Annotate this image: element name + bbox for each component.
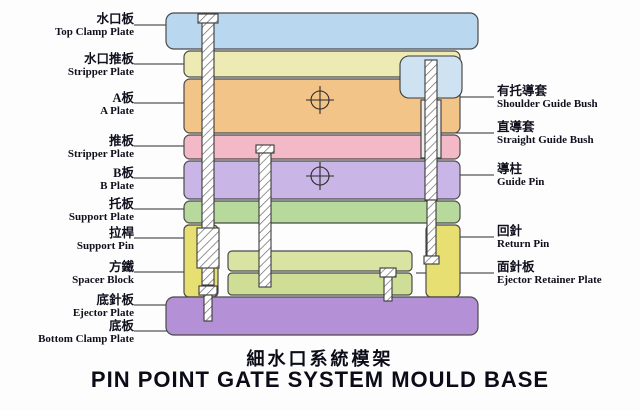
screw-left-head	[198, 285, 218, 296]
plate-top-clamp	[165, 12, 479, 50]
label-guide-pin: 導柱 Guide Pin	[497, 162, 637, 188]
label-en: Guide Pin	[497, 176, 545, 188]
label-b-plate: B板 B Plate	[4, 166, 134, 192]
guide-pin	[424, 59, 438, 201]
return-pin	[426, 199, 437, 257]
label-zh: 底板	[108, 319, 134, 333]
label-top-clamp-plate: 水口板 Top Clamp Plate	[4, 12, 134, 38]
label-en: Return Pin	[497, 238, 550, 250]
label-zh: B板	[113, 166, 134, 180]
label-ejector-retainer-plate: 面針板 Ejector Retainer Plate	[497, 260, 637, 286]
label-return-pin: 回針 Return Pin	[497, 224, 637, 250]
label-en: Support Plate	[68, 211, 134, 223]
plate-b	[183, 160, 461, 200]
support-pin	[201, 22, 215, 286]
label-zh: 水口推板	[83, 52, 134, 66]
diagram-title-english: PIN POINT GATE SYSTEM MOULD BASE	[90, 367, 550, 392]
label-en: Ejector Plate	[72, 307, 134, 319]
label-ejector-plate: 底針板 Ejector Plate	[4, 293, 134, 319]
label-a-plate: A板 A Plate	[4, 91, 134, 117]
plate-stripper	[183, 134, 461, 160]
label-en: Bottom Clamp Plate	[38, 333, 134, 345]
label-zh: A板	[112, 91, 134, 105]
label-bottom-clamp-plate: 底板 Bottom Clamp Plate	[4, 319, 134, 345]
crosshair-bottom-icon	[306, 162, 334, 190]
label-en: Top Clamp Plate	[54, 26, 134, 38]
center-pin	[258, 152, 272, 288]
crosshair-top-icon	[306, 86, 334, 114]
label-zh: 面針板	[497, 260, 535, 274]
label-stripper-plate-top: 水口推板 Stripper Plate	[4, 52, 134, 78]
label-zh: 直導套	[497, 120, 535, 134]
plate-support	[183, 200, 461, 224]
label-spacer-block: 方鐵 Spacer Block	[4, 260, 134, 286]
screw-left-shaft	[203, 294, 213, 322]
label-zh: 底針板	[96, 293, 134, 307]
label-zh: 方鐵	[108, 260, 134, 274]
label-zh: 拉桿	[108, 226, 134, 240]
label-zh: 回針	[497, 224, 523, 238]
label-support-plate: 托板 Support Plate	[4, 197, 134, 223]
support-pin-head	[197, 13, 219, 24]
label-en: Stripper Plate	[67, 148, 134, 160]
label-stripper-plate: 推板 Stripper Plate	[4, 134, 134, 160]
label-zh: 有托導套	[497, 84, 548, 98]
label-en: Support Pin	[76, 240, 134, 252]
label-en: Shoulder Guide Bush	[497, 98, 598, 110]
plate-ejector-retainer	[227, 250, 413, 272]
label-en: Straight Guide Bush	[497, 134, 594, 146]
return-pin-head	[423, 255, 440, 265]
label-en: A Plate	[100, 105, 134, 117]
label-shoulder-guide-bush: 有托導套 Shoulder Guide Bush	[497, 84, 637, 110]
label-zh: 導柱	[497, 162, 523, 176]
screw-right-head	[379, 267, 397, 278]
support-pin-shoulder	[196, 227, 220, 269]
label-en: Ejector Retainer Plate	[497, 274, 602, 286]
label-en: Spacer Block	[72, 274, 134, 286]
label-zh: 托板	[108, 197, 134, 211]
screw-right-shaft	[383, 276, 393, 302]
plate-bottom-clamp	[165, 296, 479, 336]
diagram-title-chinese: 細水口系統模架	[246, 349, 394, 369]
label-en: Stripper Plate	[67, 66, 134, 78]
plate-ejector	[227, 272, 413, 296]
plate-a	[183, 78, 461, 134]
label-zh: 推板	[108, 134, 134, 148]
center-pin-flange	[255, 144, 275, 154]
label-straight-guide-bush: 直導套 Straight Guide Bush	[497, 120, 637, 146]
label-zh: 水口板	[96, 12, 134, 26]
label-en: B Plate	[100, 180, 134, 192]
label-support-pin: 拉桿 Support Pin	[4, 226, 134, 252]
